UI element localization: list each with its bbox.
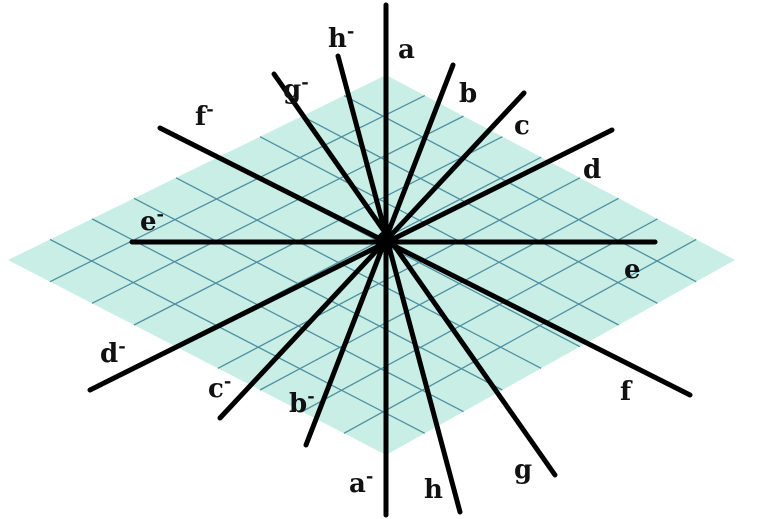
grid-line-a — [133, 197, 503, 391]
line-b — [303, 62, 456, 448]
line-g — [271, 71, 558, 478]
label-e: e — [624, 255, 641, 285]
line-d — [87, 127, 615, 393]
label-b-negative: b- — [289, 386, 315, 419]
grid-line-a — [259, 136, 619, 326]
label-e-negative: e- — [140, 204, 164, 237]
label-d-negative: d- — [100, 336, 126, 369]
label-f-negative: f- — [195, 99, 214, 132]
grid-line-b — [49, 94, 426, 283]
line-h — [335, 53, 463, 515]
label-d: d — [583, 155, 601, 185]
label-a: a — [398, 35, 415, 65]
grid-line-b — [133, 136, 503, 326]
label-c-negative: c- — [208, 371, 231, 404]
grid-line-b — [91, 115, 464, 304]
label-h-negative: h- — [328, 21, 354, 54]
center-point — [377, 231, 395, 249]
label-a-negative: a- — [349, 466, 373, 499]
label-g: g — [514, 455, 532, 485]
grid-line-b — [217, 177, 581, 369]
line-f — [157, 125, 693, 398]
line-c — [217, 90, 527, 421]
labels-group: a a-b b-c c-d d-e e-f f-g g-h h- — [100, 21, 641, 505]
label-h: h — [424, 475, 443, 505]
grid-plane — [8, 75, 735, 455]
grid-line-a — [49, 238, 426, 434]
label-g-negative: g- — [283, 72, 309, 105]
plane-surface — [8, 75, 735, 455]
grid-line-b — [301, 218, 658, 413]
label-b: b — [459, 79, 477, 109]
grid-line-b — [343, 238, 697, 434]
grid-line-a — [343, 94, 697, 283]
grid-line-a — [91, 218, 464, 413]
grid-line-b — [259, 197, 619, 391]
label-c: c — [514, 111, 530, 141]
label-f: f — [620, 377, 633, 407]
